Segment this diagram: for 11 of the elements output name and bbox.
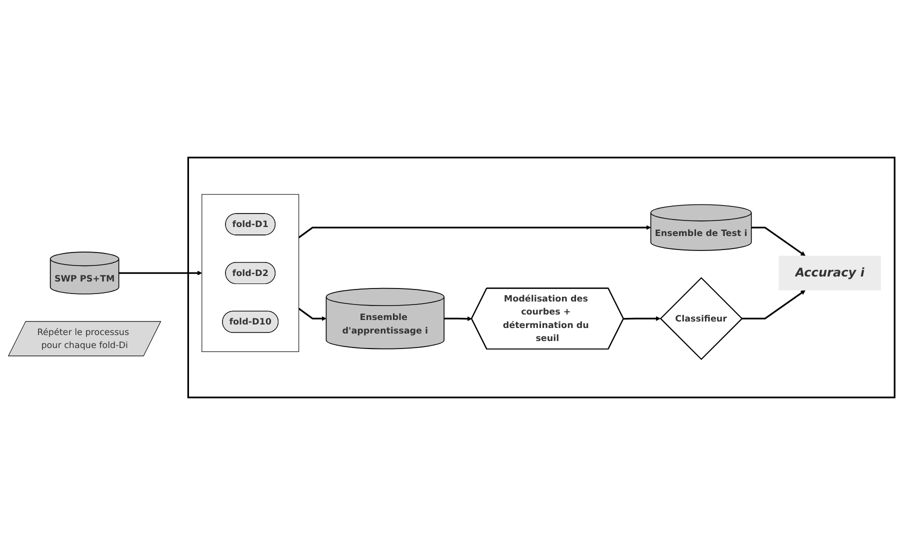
node-diamond: Classifieur [660, 277, 743, 360]
arrow [742, 290, 806, 320]
cluster [202, 194, 300, 352]
arrow [298, 308, 326, 321]
cluster [187, 156, 896, 398]
arrow [444, 316, 472, 322]
arrow [624, 316, 661, 321]
arrow [751, 226, 806, 256]
node-box: Accuracy i [778, 256, 881, 290]
arrow [298, 225, 651, 238]
arrow [118, 270, 202, 276]
